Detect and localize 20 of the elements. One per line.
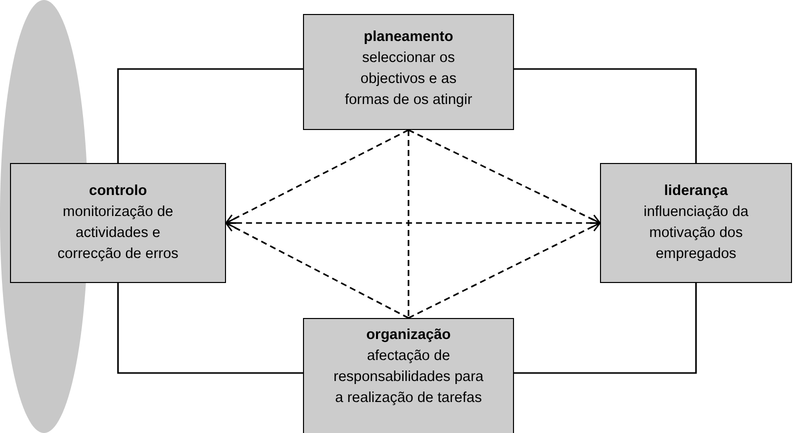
dashed-arrow — [225, 222, 409, 319]
box-description: afectação de responsabilidades para a realização de tarefas — [332, 347, 484, 408]
box-heading: organização — [365, 326, 452, 345]
dashed-arrow — [408, 222, 601, 319]
connector-line — [514, 283, 697, 374]
connector-line — [117, 283, 303, 374]
dashed-arrow — [225, 129, 409, 224]
box-heading: controlo — [88, 182, 148, 201]
connector-line — [514, 68, 697, 163]
box-heading: planeamento — [362, 28, 454, 47]
box-description: influenciação da motivação dos empregados — [642, 203, 750, 264]
connector-line — [117, 68, 303, 163]
process-box — [303, 318, 514, 433]
dashed-arrow — [408, 129, 601, 224]
box-heading: liderança — [663, 182, 729, 201]
process-box — [10, 163, 226, 283]
process-box — [600, 163, 792, 283]
box-description: seleccionar os objectivos e as formas de os atingir — [344, 49, 474, 110]
box-description: monitorização de actividades e correcção de erros — [56, 203, 180, 264]
process-box — [303, 14, 514, 130]
